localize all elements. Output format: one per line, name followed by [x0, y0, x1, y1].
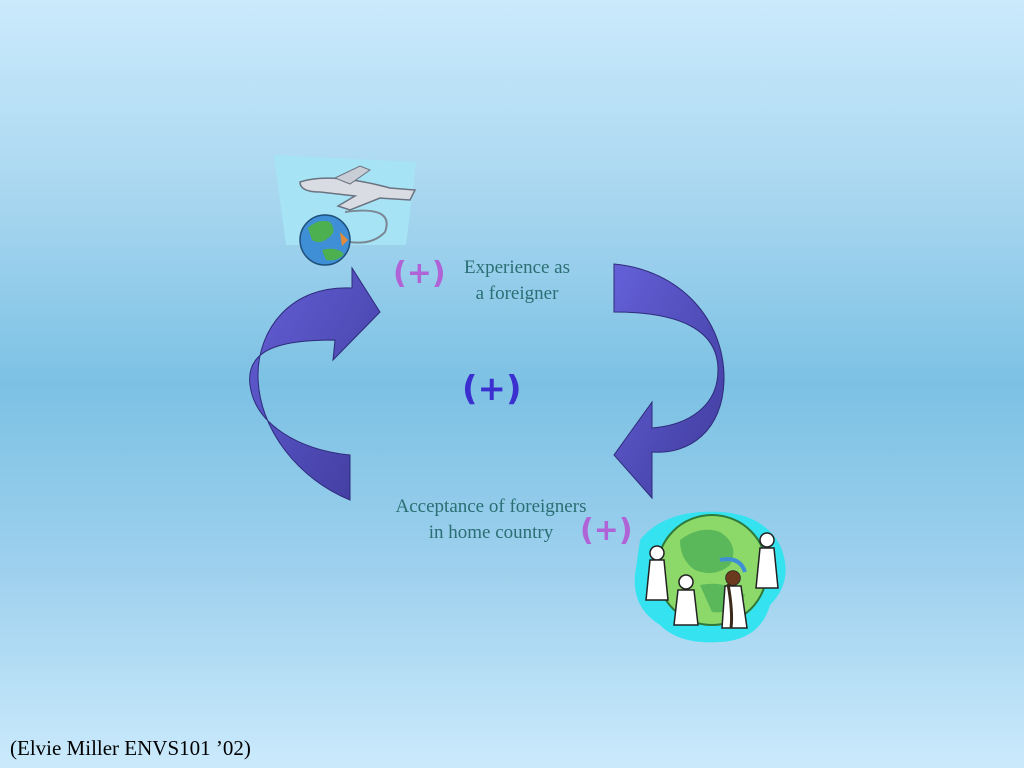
node-bottom-text: Acceptance of foreigners in home country	[395, 496, 587, 543]
credit-text: (Elvie Miller ENVS101 ’02)	[10, 736, 251, 760]
sign-bottom-positive: (+)	[580, 513, 633, 548]
right-loop-arrow	[613, 263, 725, 500]
node-top-text: Experience as a foreigner	[463, 257, 571, 304]
loop-polarity-sign: (+)	[462, 369, 522, 409]
node-experience-as-foreigner: Experience as a foreigner	[436, 255, 598, 307]
sign-top-positive: (+)	[393, 256, 446, 291]
people-globe-icon	[634, 511, 786, 643]
node-acceptance-of-foreigners: Acceptance of foreigners in home country	[360, 494, 622, 546]
left-loop-arrow	[249, 266, 381, 501]
airplane-globe-icon	[274, 155, 417, 266]
